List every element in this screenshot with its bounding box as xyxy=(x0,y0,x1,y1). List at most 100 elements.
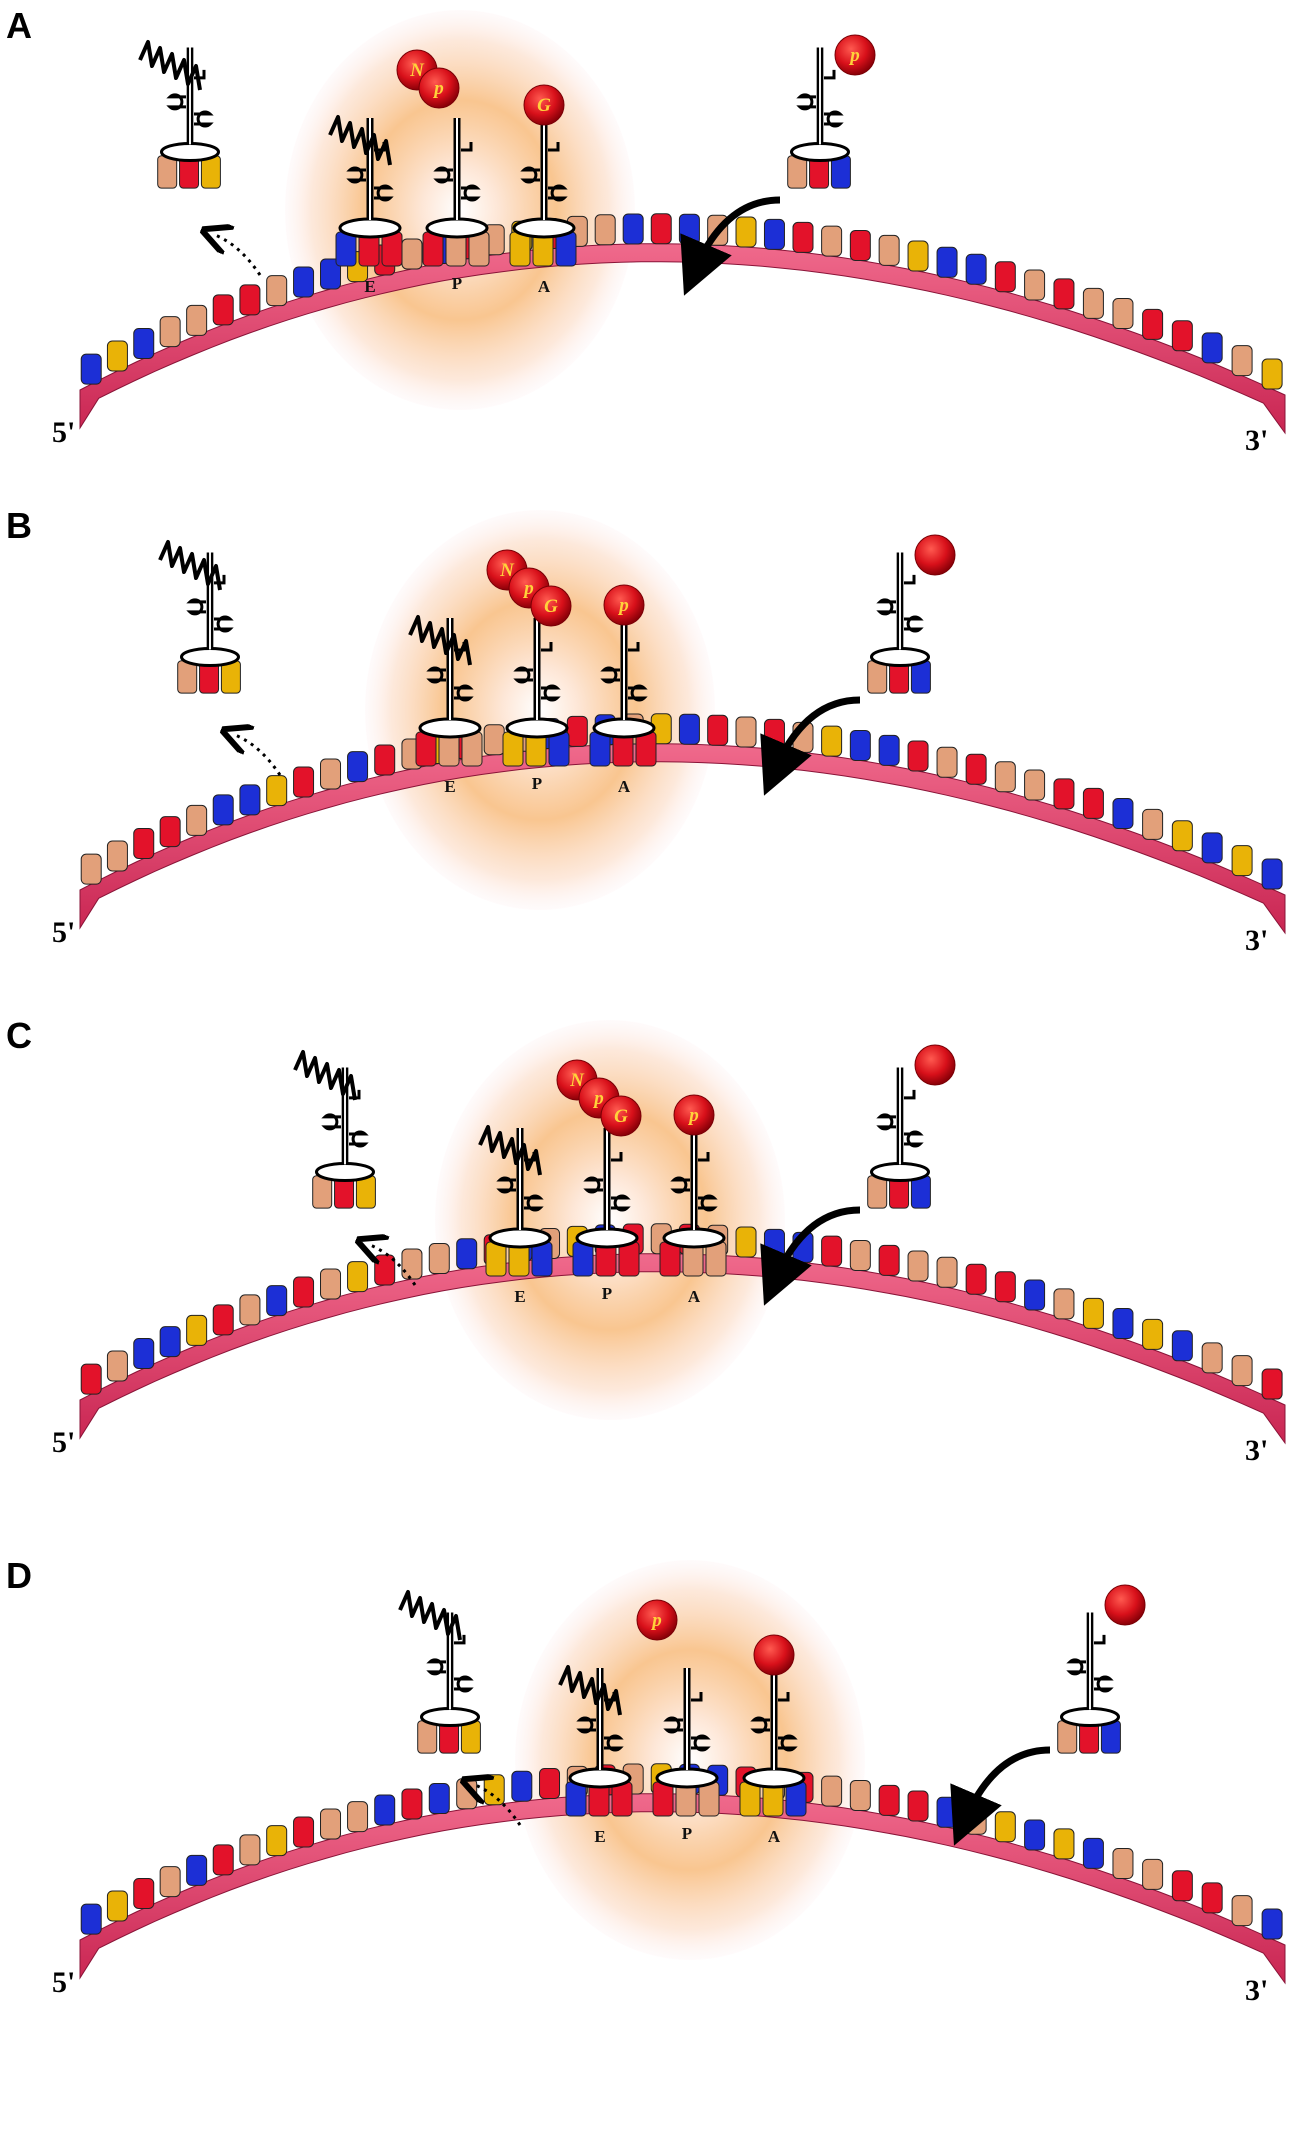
anticodon-loop xyxy=(512,217,576,239)
t-loop xyxy=(1094,1675,1114,1693)
t-loop xyxy=(824,110,844,128)
three-prime-label: 3' xyxy=(1245,1974,1268,2007)
codon-base xyxy=(763,1228,785,1260)
codon-base xyxy=(735,716,757,748)
codon-base xyxy=(1231,845,1253,877)
codon-base xyxy=(994,1811,1016,1843)
d-loop xyxy=(583,1176,603,1194)
codon-base xyxy=(239,1834,261,1866)
codon-base xyxy=(212,794,234,826)
d-loop xyxy=(663,1716,683,1734)
codon-base xyxy=(186,304,208,336)
codon-base xyxy=(106,340,128,372)
anticodon-loop xyxy=(568,1767,632,1789)
codon-base xyxy=(821,1775,843,1807)
t-loop xyxy=(548,184,568,202)
trna-a-site xyxy=(509,118,577,267)
peptide-residue: p xyxy=(636,1599,678,1641)
codon-base xyxy=(1171,820,1193,852)
codon-base xyxy=(878,1244,900,1276)
codon-base xyxy=(735,216,757,248)
exit-arrow xyxy=(235,735,282,776)
codon-base xyxy=(1171,320,1193,352)
codon-base xyxy=(1024,1279,1046,1311)
codon-base xyxy=(1201,1342,1223,1374)
incoming-trna xyxy=(867,552,931,694)
anticodon-base xyxy=(509,231,531,267)
codon-base xyxy=(106,840,128,872)
codon-base xyxy=(1142,1318,1164,1350)
codon-base xyxy=(80,1903,102,1935)
t-loop xyxy=(454,684,474,702)
entry-arrow xyxy=(680,196,781,296)
codon-base xyxy=(792,221,814,253)
entry-arrow xyxy=(950,1746,1051,1846)
exit-arrow xyxy=(475,1785,522,1826)
five-prime-label: 5' xyxy=(52,1966,75,1999)
anticodon-base xyxy=(415,731,437,767)
amino-acid-label: G xyxy=(544,596,558,617)
codon-base xyxy=(1024,1819,1046,1851)
codon-base xyxy=(936,1256,958,1288)
incoming-amino-acid xyxy=(914,1044,956,1086)
codon-base xyxy=(1142,808,1164,840)
codon-base xyxy=(320,258,342,290)
codon-base xyxy=(1201,832,1223,864)
codon-base xyxy=(622,213,644,245)
codon-base xyxy=(133,1877,155,1909)
codon-base xyxy=(1201,332,1223,364)
amino-acid-label: N xyxy=(409,60,425,81)
three-prime-label: 3' xyxy=(1245,424,1268,457)
codon-base xyxy=(936,246,958,278)
site-label-e: E xyxy=(514,1287,525,1306)
codon-base xyxy=(650,213,672,245)
panel-letter: B xyxy=(6,505,32,546)
codon-base xyxy=(735,1226,757,1258)
codon-base xyxy=(907,1790,929,1822)
codon-base xyxy=(878,234,900,266)
panel-letter: A xyxy=(6,5,32,46)
codon-base xyxy=(186,1854,208,1886)
trna-p-site xyxy=(502,618,570,767)
trna-p-site xyxy=(572,1128,640,1277)
codon-base xyxy=(159,1866,181,1898)
t-loop xyxy=(374,184,394,202)
exiting-trna-squiggle xyxy=(158,540,222,591)
codon-base xyxy=(1142,1858,1164,1890)
codon-base xyxy=(1201,1882,1223,1914)
exit-arrow xyxy=(215,235,262,276)
anticodon-base xyxy=(485,1241,507,1277)
t-loop xyxy=(214,615,234,633)
anticodon-loop xyxy=(655,1767,719,1789)
anticodon-base xyxy=(787,155,808,189)
codon-base xyxy=(1112,298,1134,330)
anticodon-base xyxy=(177,660,198,694)
t-loop xyxy=(194,110,214,128)
codon-base xyxy=(239,784,261,816)
amino-acid-label: p xyxy=(592,1088,604,1109)
codon-base xyxy=(1112,1308,1134,1340)
three-prime-label: 3' xyxy=(1245,1434,1268,1467)
codon-base xyxy=(878,1784,900,1816)
d-loop xyxy=(166,93,186,111)
codon-base xyxy=(374,744,396,776)
codon-base xyxy=(212,294,234,326)
anticodon-base xyxy=(589,731,611,767)
codon-base xyxy=(401,238,423,270)
incoming-amino-acid xyxy=(914,534,956,576)
a-site-amino-acid: p xyxy=(673,1094,715,1136)
incoming-amino-acid: p xyxy=(834,34,876,76)
anticodon-base xyxy=(417,1720,438,1754)
codon-base xyxy=(1082,1837,1104,1869)
site-label-a: A xyxy=(688,1287,701,1306)
anticodon-base xyxy=(867,660,888,694)
exiting-trna-squiggle xyxy=(398,1590,462,1641)
codon-base xyxy=(401,1788,423,1820)
codon-base xyxy=(1231,1355,1253,1387)
codon-base xyxy=(1231,345,1253,377)
codon-base xyxy=(266,1285,288,1317)
d-loop xyxy=(433,166,453,184)
anticodon-loop xyxy=(488,1227,552,1249)
